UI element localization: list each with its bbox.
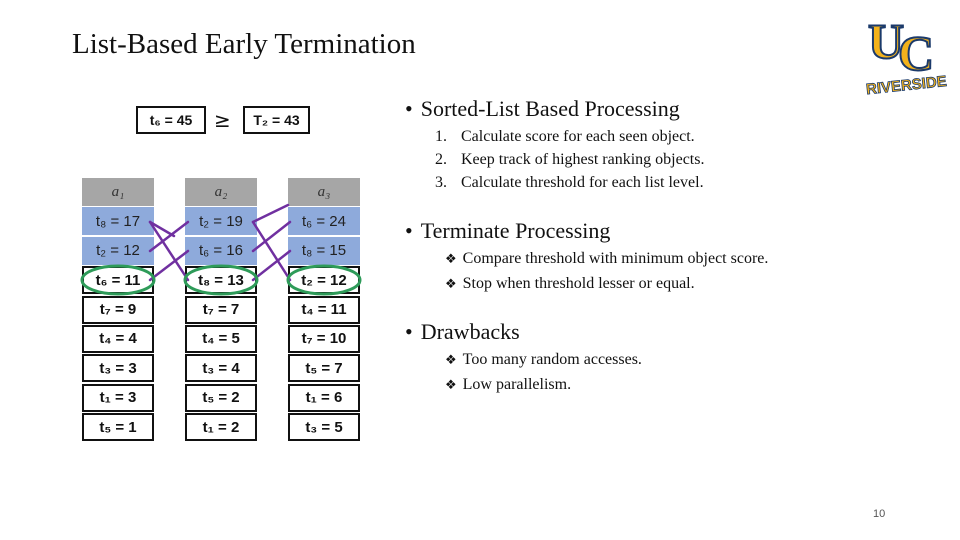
list-item: t₁ = 2 xyxy=(185,413,257,442)
list-item: t₈ = 17 xyxy=(82,207,154,236)
list-item: t₆ = 16 xyxy=(185,236,257,265)
list-item: Keep track of highest ranking objects. xyxy=(461,151,705,168)
random-access-arrow xyxy=(148,220,190,253)
diamond-bullet-icon: ❖ xyxy=(445,378,457,393)
section-heading: Terminate Processing xyxy=(420,218,611,243)
list-item: t₂ = 19 xyxy=(185,207,257,236)
threshold-box: T₂ = 43 xyxy=(243,106,310,134)
diamond-bullet-icon: ❖ xyxy=(445,252,457,267)
list-item: Low parallelism. xyxy=(462,376,572,393)
section-drawbacks: •Drawbacks ❖Too many random accesses. ❖L… xyxy=(405,319,642,393)
list-item: t₃ = 4 xyxy=(185,354,257,383)
list-item: Stop when threshold lesser or equal. xyxy=(462,275,695,292)
list-item: t₅ = 7 xyxy=(288,354,360,383)
section-sorted-list: •Sorted-List Based Processing 1.Calculat… xyxy=(405,96,705,191)
page-number: 10 xyxy=(873,508,886,520)
list-item: Calculate score for each seen object. xyxy=(461,128,695,145)
list-item: t₃ = 3 xyxy=(82,354,154,383)
sorted-list-a2: a₂ t₂ = 19 t₆ = 16 t₈ = 13 t₇ = 7 t₄ = 5… xyxy=(185,178,257,443)
random-access-arrow xyxy=(251,203,290,224)
section-terminate: •Terminate Processing ❖Compare threshold… xyxy=(405,218,769,292)
list-header: a₃ xyxy=(288,178,360,206)
list-item: t₂ = 12 xyxy=(82,236,154,265)
list-item: t₁ = 6 xyxy=(288,383,360,412)
list-header: a₂ xyxy=(185,178,257,206)
sorted-list-a1: a₁ t₈ = 17 t₂ = 12 t₆ = 11 t₇ = 9 t₄ = 4… xyxy=(82,178,154,443)
list-item: Compare threshold with minimum object sc… xyxy=(462,250,769,267)
random-access-arrow xyxy=(251,220,292,282)
list-item: t₆ = 24 xyxy=(288,207,360,236)
list-item: Too many random accesses. xyxy=(462,351,642,368)
object-score-box: t₆ = 45 xyxy=(136,106,206,134)
section-heading: Sorted-List Based Processing xyxy=(420,96,680,121)
list-item: t₃ = 5 xyxy=(288,413,360,442)
list-item: t₄ = 4 xyxy=(82,324,154,353)
list-item: t₆ = 11 xyxy=(82,266,154,295)
list-header: a₁ xyxy=(82,178,154,206)
list-item: t₁ = 3 xyxy=(82,383,154,412)
svg-text:RIVERSIDE: RIVERSIDE xyxy=(865,73,947,98)
geq-symbol: ≥ xyxy=(214,108,231,132)
random-access-arrow xyxy=(148,249,190,282)
list-item: t₄ = 5 xyxy=(185,324,257,353)
list-item: t₂ = 12 xyxy=(288,266,360,295)
list-item: t₇ = 10 xyxy=(288,324,360,353)
list-item: t₈ = 15 xyxy=(288,236,360,265)
list-item: t₇ = 7 xyxy=(185,295,257,324)
svg-text:U: U xyxy=(868,13,904,69)
sorted-list-a3: a₃ t₆ = 24 t₈ = 15 t₂ = 12 t₄ = 11 t₇ = … xyxy=(288,178,360,443)
diamond-bullet-icon: ❖ xyxy=(445,277,457,292)
list-item: t₅ = 2 xyxy=(185,383,257,412)
list-item: Calculate threshold for each list level. xyxy=(461,174,704,191)
random-access-arrow xyxy=(251,220,292,253)
content-bullets: •Sorted-List Based Processing 1.Calculat… xyxy=(405,96,875,401)
slide-title: List-Based Early Termination xyxy=(72,28,416,60)
random-access-arrow xyxy=(148,220,190,282)
section-heading: Drawbacks xyxy=(420,319,520,344)
list-item: t₄ = 11 xyxy=(288,295,360,324)
list-item: t₇ = 9 xyxy=(82,295,154,324)
random-access-arrow xyxy=(251,249,292,282)
diamond-bullet-icon: ❖ xyxy=(445,353,457,368)
list-item: t₈ = 13 xyxy=(185,266,257,295)
uc-riverside-logo: U C RIVERSIDE xyxy=(865,12,948,98)
svg-text:C: C xyxy=(898,25,934,81)
list-item: t₅ = 1 xyxy=(82,413,154,442)
